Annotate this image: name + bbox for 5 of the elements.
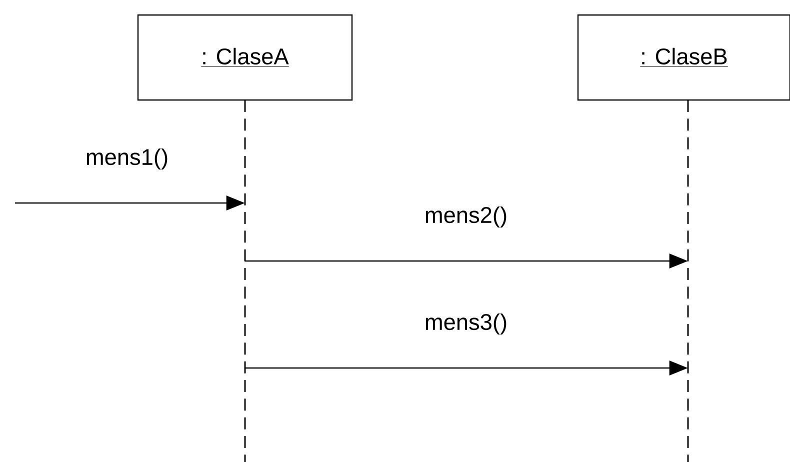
message-label: mens1() xyxy=(86,148,168,170)
object-box: : ClaseA xyxy=(137,14,353,101)
message-label: mens3() xyxy=(426,313,506,335)
object-box: : ClaseB xyxy=(577,14,790,101)
message-label: mens2() xyxy=(426,206,506,228)
